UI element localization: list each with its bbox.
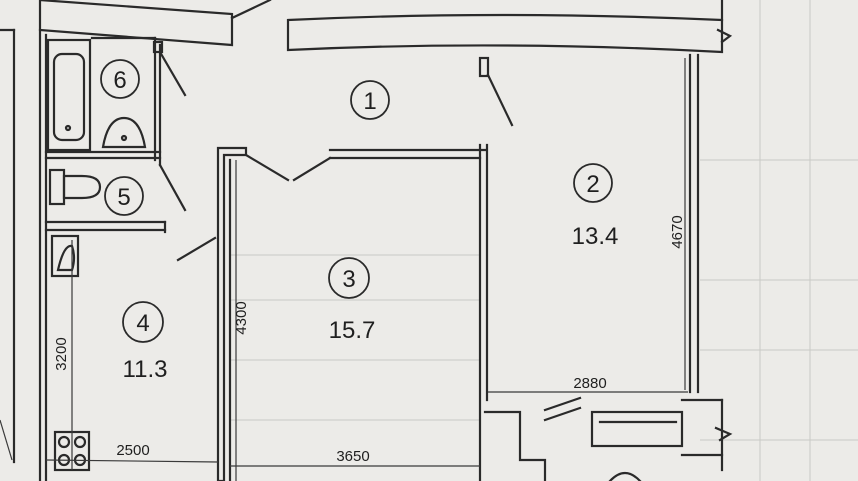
walls <box>0 0 733 481</box>
dim-2500: 2500 <box>116 442 149 459</box>
dimension-lines <box>0 58 688 481</box>
wall-top-left <box>38 0 234 47</box>
room-2-circle <box>573 163 613 203</box>
kitchen-sink <box>50 234 80 278</box>
background-paper-lines <box>230 0 858 481</box>
toilet-tank <box>48 168 66 206</box>
room-2-number: 2 <box>586 171 599 198</box>
bathtub <box>46 38 92 152</box>
toilet-bowl <box>62 174 102 200</box>
room-4-circle <box>122 301 164 343</box>
room-markers <box>100 59 613 343</box>
dim-4300: 4300 <box>233 301 250 334</box>
room-6-number: 6 <box>113 67 126 94</box>
balcony-block <box>590 410 684 448</box>
dim-2880: 2880 <box>573 375 606 392</box>
wall-room-3-left <box>216 146 248 481</box>
room-6-circle <box>100 59 140 99</box>
sink-6 <box>101 116 147 149</box>
room-1-circle <box>350 80 390 120</box>
dim-4670: 4670 <box>669 215 686 248</box>
wall-top-right <box>286 13 724 54</box>
dim-3650: 3650 <box>336 448 369 465</box>
room-1-number: 1 <box>363 88 376 115</box>
room-2-area: 13.4 <box>572 223 619 250</box>
room-5-number: 5 <box>117 184 130 211</box>
dim-3200: 3200 <box>53 337 70 370</box>
room-4-area: 11.3 <box>123 356 168 383</box>
room-4-number: 4 <box>136 310 149 337</box>
room-3-circle <box>328 257 370 299</box>
room-3-number: 3 <box>342 266 355 293</box>
room-3-area: 15.7 <box>329 317 376 344</box>
room-5-circle <box>104 176 144 216</box>
